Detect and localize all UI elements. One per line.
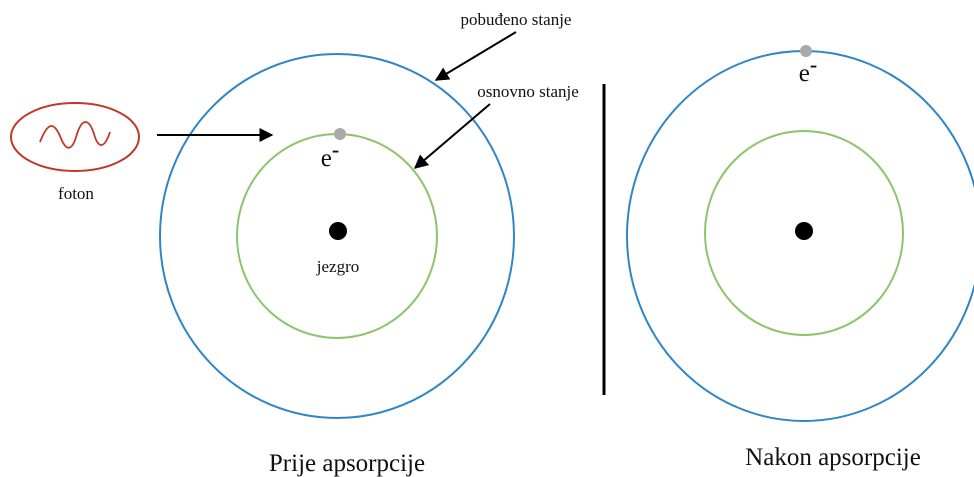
caption-after: Nakon apsorpcije — [745, 444, 921, 471]
photon-label: foton — [58, 184, 94, 203]
nucleus-label: jezgro — [316, 257, 359, 276]
before-absorption-panel: e- jezgro — [159, 53, 515, 419]
caption-before: Prije apsorpcije — [269, 450, 425, 477]
electron-label-after: e- — [799, 52, 817, 87]
after-absorption-panel: e- — [626, 45, 974, 422]
electron-after — [800, 45, 812, 57]
excited-orbit-before — [159, 53, 515, 419]
photon-outline — [10, 102, 140, 172]
ground-state-label: osnovno stanje — [477, 82, 579, 101]
photon-wave-icon — [39, 121, 111, 149]
excited-state-label: pobuđeno stanje — [461, 10, 572, 29]
electron-label-before: e- — [321, 137, 339, 172]
excited-state-pointer-arrow — [434, 31, 517, 81]
photon: foton — [10, 102, 140, 203]
nucleus-after — [795, 222, 813, 240]
electron-before — [334, 128, 346, 140]
nucleus-before — [329, 222, 347, 240]
ground-orbit-after — [704, 130, 904, 336]
ground-state-pointer-arrow — [413, 103, 491, 169]
